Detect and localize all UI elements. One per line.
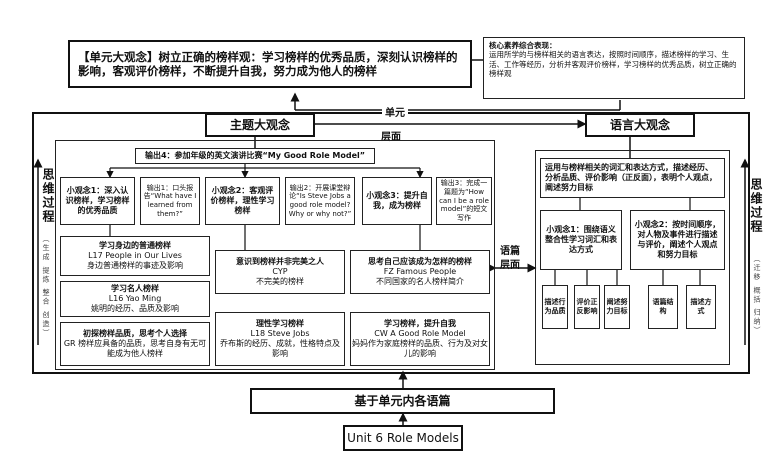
thinking-sub-right: （迁移 概括 归纳）: [753, 255, 761, 336]
core-literacy-box: 核心素养综合表现： 运用所学的与榜样相关的语言表达，按照时间顺序，描述榜样的学习…: [483, 37, 745, 99]
text-cyp-body: CYP 不完美的榜样: [256, 267, 304, 286]
text-cw: 学习榜样，提升自我 CW A Good Role Model 妈妈作为家庭榜样的…: [350, 312, 490, 366]
text-l18-title: 理性学习榜样: [256, 319, 304, 328]
text-fz-title: 思考自己应该成为怎样的榜样: [368, 257, 472, 266]
language-leaf-2: 评价正反影响: [574, 285, 600, 329]
language-leaf-4: 语篇结构: [648, 285, 678, 329]
text-cw-title: 学习榜样，提升自我: [384, 319, 456, 328]
language-leaf-5: 描述方式: [686, 285, 716, 329]
text-cyp-title: 意识到榜样并非完美之人: [236, 257, 324, 266]
theme-mini1: 小观念1：深入认识榜样，学习榜样的优秀品质: [60, 177, 135, 225]
text-l16-body: L16 Yao Ming 姚明的经历、品质及影响: [91, 294, 179, 313]
thinking-sub-left: （生成 提炼 整合 创造）: [42, 235, 50, 338]
discourse-level-label: 语篇 层面: [500, 246, 520, 271]
language-mini1: 小观念1：围绕语义整合性学习词汇和表达方式: [540, 210, 622, 270]
text-gr-body: GR 榜样应具备的品质，思考自身有无可能成为他人榜样: [63, 339, 207, 358]
text-cw-body: CW A Good Role Model 妈妈作为家庭榜样的品质、行为及对女儿的…: [352, 329, 488, 358]
thinking-process-right: 思维过程: [749, 178, 763, 234]
language-top: 运用与榜样相关的词汇和表达方式，描述经历、分析品质、评价影响（正反面），表明个人…: [540, 158, 725, 198]
core-literacy-body: 运用所学的与榜样相关的语言表达，按照时间顺序，描述榜样的学习、生活、工作等经历，…: [489, 50, 737, 79]
text-l17: 学习身边的普通榜样 L17 People in Our Lives 身边普通榜样…: [60, 236, 210, 276]
core-literacy-title: 核心素养综合表现：: [489, 41, 557, 50]
text-fz: 思考自己应该成为怎样的榜样 FZ Famous People 不同国家的名人榜样…: [350, 250, 490, 294]
language-big-idea: 语言大观念: [585, 113, 695, 137]
thinking-process-left: 思维过程: [41, 168, 55, 224]
theme-mini3: 小观念3：提升自我，成为榜样: [362, 177, 432, 225]
theme-big-idea: 主题大观念: [205, 113, 315, 137]
text-l17-body: L17 People in Our Lives 身边普通榜样的事迹及影响: [87, 251, 183, 270]
language-frame: [535, 150, 730, 365]
unit-big-idea: 【单元大观念】树立正确的榜样观：学习榜样的优秀品质，深刻认识榜样的影响，客观评价…: [68, 40, 472, 88]
language-leaf-1: 描述行为品质: [542, 285, 568, 329]
theme-output1: 输出1：口头报告“What have I learned from them?”: [140, 177, 200, 225]
text-gr: 初探榜样品质，思考个人选择 GR 榜样应具备的品质，思考自身有无可能成为他人榜样: [60, 322, 210, 366]
level-label: 层面: [378, 128, 404, 143]
text-l18: 理性学习榜样 L18 Steve Jobs 乔布斯的经历、成就，性格特点及影响: [215, 312, 345, 366]
theme-mini2: 小观念2：客观评价榜样，理性学习榜样: [205, 177, 280, 225]
text-l17-title: 学习身边的普通榜样: [99, 241, 171, 250]
theme-output3: 输出3：完成一篇题为“How can I be a role model”的短文…: [436, 177, 492, 225]
text-cyp: 意识到榜样并非完美之人 CYP 不完美的榜样: [215, 250, 345, 294]
unit-label: 单元: [382, 104, 408, 119]
theme-frame: [55, 140, 495, 370]
theme-output2: 输出2：开展课堂辩论“Is Steve Jobs a good role mod…: [285, 177, 355, 225]
language-leaf-3: 阐述努力目标: [604, 285, 630, 329]
language-mini2: 小观念2：按时间顺序，对人物及事件进行描述与评价，阐述个人观点和努力目标: [630, 210, 725, 270]
text-gr-title: 初探榜样品质，思考个人选择: [83, 329, 187, 338]
based-on-discourses: 基于单元内各语篇: [250, 388, 555, 414]
output4-box: 输出4：参加年级的英文演讲比赛“My Good Role Model”: [135, 148, 375, 164]
text-fz-body: FZ Famous People 不同国家的名人榜样简介: [376, 267, 464, 286]
text-l18-body: L18 Steve Jobs 乔布斯的经历、成就，性格特点及影响: [220, 329, 340, 358]
unit-title: Unit 6 Role Models: [343, 425, 463, 451]
text-l16-title: 学习名人榜样: [111, 284, 159, 293]
text-l16: 学习名人榜样 L16 Yao Ming 姚明的经历、品质及影响: [60, 281, 210, 317]
